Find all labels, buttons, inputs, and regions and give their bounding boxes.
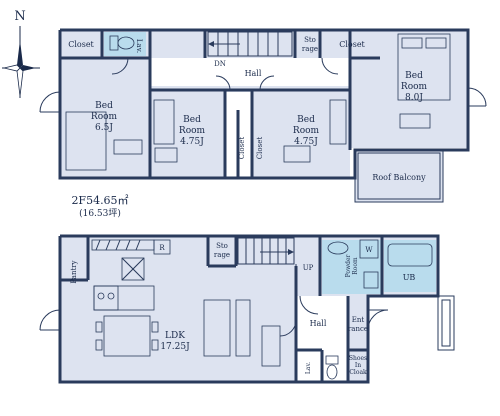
closet-label: Closet — [256, 137, 264, 160]
kitchen-counter-icon — [91, 239, 171, 311]
bed-icon — [397, 33, 451, 101]
upstairs-label: UP — [303, 264, 314, 272]
closet-label: Closet — [339, 40, 365, 49]
staircase-1f — [237, 237, 297, 300]
bathtub-icon — [387, 243, 433, 267]
unit-bath-label: UB — [403, 273, 416, 282]
floor-area-label: 2F54.65㎡ — [71, 194, 128, 207]
second-floor — [39, 28, 487, 203]
toilet-icon — [325, 355, 339, 380]
staircase-2f — [207, 31, 293, 57]
bed-icon — [65, 111, 107, 171]
desk-icon — [283, 145, 311, 163]
first-floor — [39, 234, 455, 384]
dining-table-icon — [95, 315, 159, 357]
bed-icon — [153, 99, 175, 145]
roof-balcony-label: Roof Balcony — [372, 173, 426, 182]
hall-label: Hall — [310, 319, 327, 328]
downstairs-label: DN — [214, 60, 226, 68]
powder-room-label: PowderRoom — [345, 254, 359, 277]
desk-icon — [399, 113, 431, 129]
compass-icon — [2, 26, 40, 98]
desk-icon — [113, 139, 143, 155]
lavatory-label: Lav. — [305, 362, 312, 374]
refrigerator-label: R — [159, 244, 165, 252]
pantry-label: Pantry — [70, 260, 78, 283]
floor-area-tsubo: (16.53坪) — [79, 208, 121, 219]
desk-icon — [154, 147, 178, 163]
toilet-icon — [109, 35, 135, 51]
closet-label: Closet — [238, 137, 246, 160]
basin-icon — [327, 241, 349, 255]
sink-icon — [363, 271, 379, 289]
bed-icon — [329, 99, 347, 145]
washer-icon — [359, 239, 379, 259]
closet-label: Closet — [68, 40, 94, 49]
hall-label: Hall — [245, 69, 262, 78]
north-label: N — [14, 9, 25, 24]
lavatory-label: Lav. — [135, 39, 143, 53]
washer-label: W — [365, 246, 373, 254]
sofa-icon — [203, 299, 281, 367]
